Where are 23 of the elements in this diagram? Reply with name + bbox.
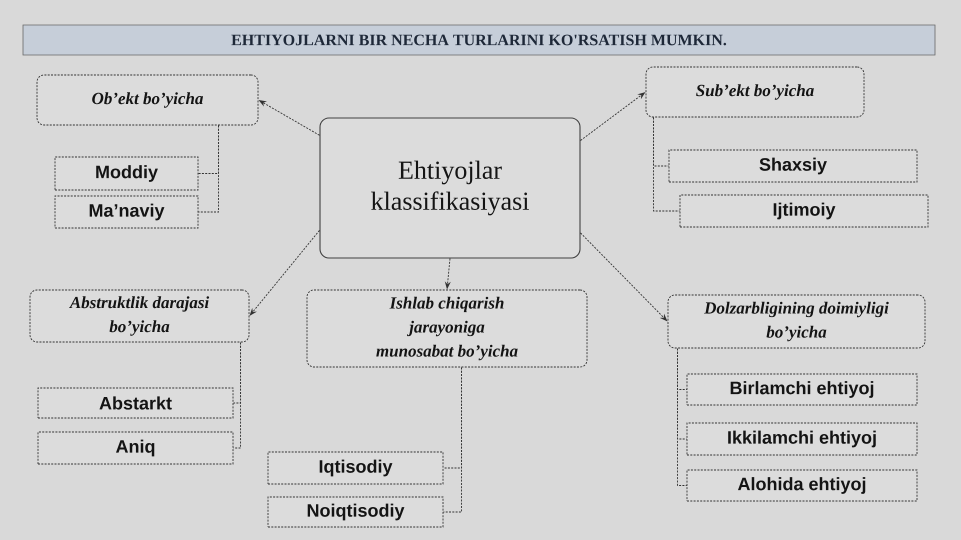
item-box: Iqtisodiy [268, 452, 444, 484]
item-box: Ma’naviy [54, 196, 198, 228]
item-box: Birlamchi ehtiyoj [686, 374, 918, 406]
category-box: Dolzarbligining doimiyligi bo’yicha [668, 294, 926, 348]
item-box: Moddiy [54, 156, 198, 190]
category-box: Ob’ekt bo’yicha [36, 74, 258, 126]
connector [233, 342, 241, 448]
item-box: Abstarkt [38, 388, 234, 418]
item-box: Ikkilamchi ehtiyoj [686, 422, 918, 456]
connector [443, 367, 462, 512]
category-box: Ishlab chiqarish jarayoniga munosabat bo’yicha [306, 290, 588, 368]
item-box: Ijtimoiy [680, 194, 928, 228]
item-box: Alohida ehtiyoj [686, 470, 918, 502]
category-box: Sub’ekt bo’yicha [646, 66, 864, 118]
category-box: Abstruktlik darajasi bo’yicha [30, 290, 250, 342]
item-box: Noiqtisodiy [268, 496, 444, 528]
connector [198, 125, 219, 212]
item-box: Aniq [38, 432, 234, 464]
central-box: Ehtiyojlar klassifikasiyasi [319, 117, 581, 259]
item-box: Shaxsiy [668, 150, 918, 182]
connector [677, 348, 687, 486]
connector [653, 117, 680, 212]
title-banner: EHTIYOJLARNI BIR NECHA TURLARINI KO'RSATISH MUMKIN. [22, 24, 936, 56]
